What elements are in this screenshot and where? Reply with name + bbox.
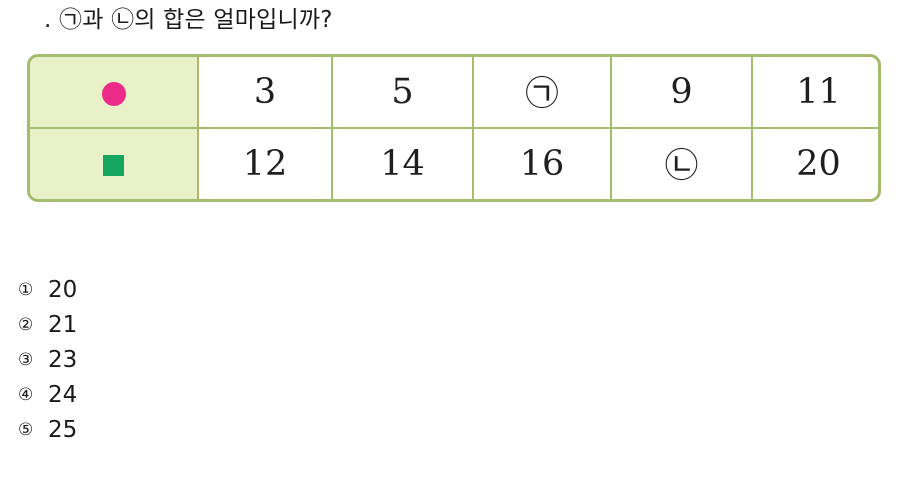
choice-value: 25 (48, 416, 78, 443)
pink-circle-icon (101, 81, 126, 106)
answer-choices: ① 20 ② 21 ③ 23 ④ 24 ⑤ 25 (18, 272, 77, 447)
table-cell: 9 (610, 57, 753, 129)
choice-marker: ③ (18, 349, 34, 370)
table-row-circle: 3 5 ㉠ 9 11 (30, 57, 878, 129)
table-cell: 16 (472, 127, 612, 199)
choice-marker: ④ (18, 384, 34, 405)
choice-marker: ① (18, 279, 34, 300)
choice-value: 21 (48, 311, 78, 338)
table-cell: 12 (197, 127, 333, 199)
row-header-circle (30, 57, 199, 129)
table-cell: 5 (331, 57, 474, 129)
table-cell: 11 (751, 57, 878, 129)
choice-value: 24 (48, 381, 78, 408)
choice-2[interactable]: ② 21 (18, 307, 77, 342)
choice-marker: ② (18, 314, 34, 335)
table-row-square: 12 14 16 ㉡ 20 (30, 127, 878, 199)
table-cell-blank-a: ㉠ (472, 57, 612, 129)
table-cell-blank-b: ㉡ (610, 127, 753, 199)
table-cell: 14 (331, 127, 474, 199)
blank-marker-a: ㉠ (525, 73, 559, 114)
pattern-table-grid: 3 5 ㉠ 9 11 12 14 16 ㉡ 20 (30, 57, 878, 199)
blank-marker-b: ㉡ (664, 145, 699, 186)
table-cell: 3 (197, 57, 333, 129)
choice-value: 23 (48, 346, 78, 373)
row-header-square (30, 127, 199, 199)
choice-5[interactable]: ⑤ 25 (18, 412, 77, 447)
table-cell: 20 (751, 127, 878, 199)
choice-value: 20 (48, 276, 78, 303)
question-text: . ㉠과 ㉡의 합은 얼마입니까? (44, 7, 333, 33)
green-square-icon (103, 155, 124, 176)
choice-1[interactable]: ① 20 (18, 272, 77, 307)
choice-3[interactable]: ③ 23 (18, 342, 77, 377)
pattern-table: 3 5 ㉠ 9 11 12 14 16 ㉡ 20 (27, 54, 881, 202)
choice-4[interactable]: ④ 24 (18, 377, 77, 412)
choice-marker: ⑤ (18, 419, 34, 440)
